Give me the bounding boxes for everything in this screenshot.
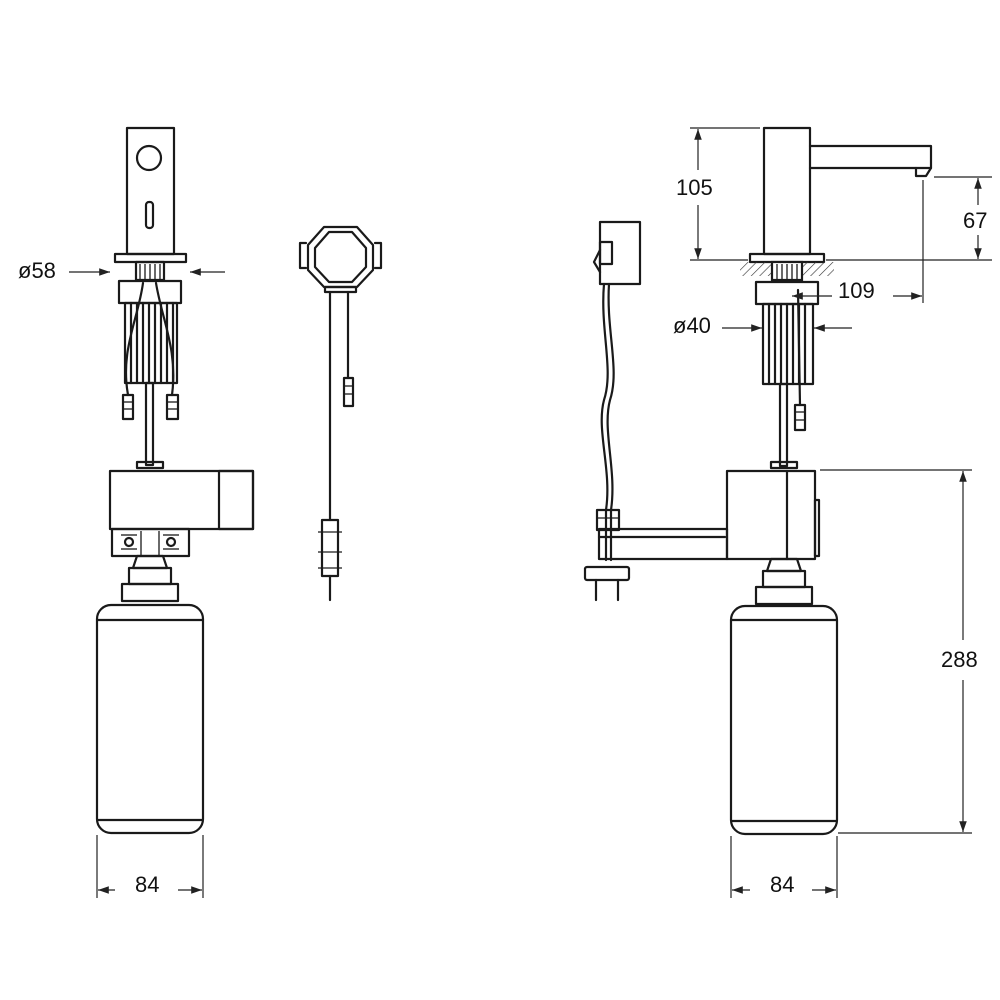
side-connector <box>793 403 807 432</box>
front-cable-left <box>124 281 145 397</box>
side-mounting-plate <box>754 280 820 306</box>
dim-side-reach: 109 <box>838 278 875 303</box>
front-bracket <box>110 527 191 558</box>
side-faucet-body <box>762 126 812 256</box>
sensor-octagon <box>306 225 375 289</box>
side-view: 105 67 109 ø40 288 84 <box>583 126 992 898</box>
front-view: ø58 84 <box>18 126 255 898</box>
front-indicator-slot <box>144 200 155 230</box>
power-cable <box>600 282 609 562</box>
battery-box <box>598 220 642 286</box>
front-mounting-plate <box>117 279 183 305</box>
clip-left <box>298 241 308 270</box>
dim-front-diameter: ø58 <box>18 258 56 283</box>
dim-side-spout-height: 67 <box>963 208 987 233</box>
front-pump-cap <box>217 469 255 531</box>
battery-switch <box>598 240 614 266</box>
side-pump-housing <box>725 469 817 561</box>
dim-side-diameter: ø40 <box>673 313 711 338</box>
front-bottle <box>95 603 205 835</box>
screw-icon <box>123 536 135 548</box>
cable-plug-small <box>342 376 355 408</box>
front-supply-tube <box>144 381 155 467</box>
front-bottle-neck <box>131 554 169 570</box>
dim-side-height-top: 105 <box>676 175 713 200</box>
sensor-icon <box>135 144 163 172</box>
power-plug <box>583 565 631 582</box>
front-connector-left <box>121 393 135 421</box>
front-fixing-ribs <box>123 301 179 385</box>
dim-side-width: 84 <box>770 872 794 897</box>
front-pump-housing <box>108 469 255 531</box>
side-bottle-collar <box>761 569 807 589</box>
front-bottle-collar <box>127 566 173 586</box>
front-cable-right <box>154 281 175 397</box>
side-bottle-cap <box>754 585 814 606</box>
side-bottle <box>729 604 839 836</box>
front-tube-coupling <box>135 460 165 470</box>
side-spout <box>808 144 933 178</box>
dim-side-total-height: 288 <box>941 647 978 672</box>
front-bottle-cap <box>120 582 180 603</box>
side-supply-tube <box>778 382 789 468</box>
dim-front-width: 84 <box>135 872 159 897</box>
side-power-arm <box>597 527 729 561</box>
side-cable <box>796 288 802 407</box>
side-base-flange <box>748 252 826 264</box>
cable-grommet <box>595 508 621 532</box>
front-connector-right <box>165 393 180 421</box>
side-fixing-ribs <box>761 302 815 386</box>
cable-detail <box>298 225 383 602</box>
front-base-flange <box>113 252 188 264</box>
screw-icon <box>165 536 177 548</box>
